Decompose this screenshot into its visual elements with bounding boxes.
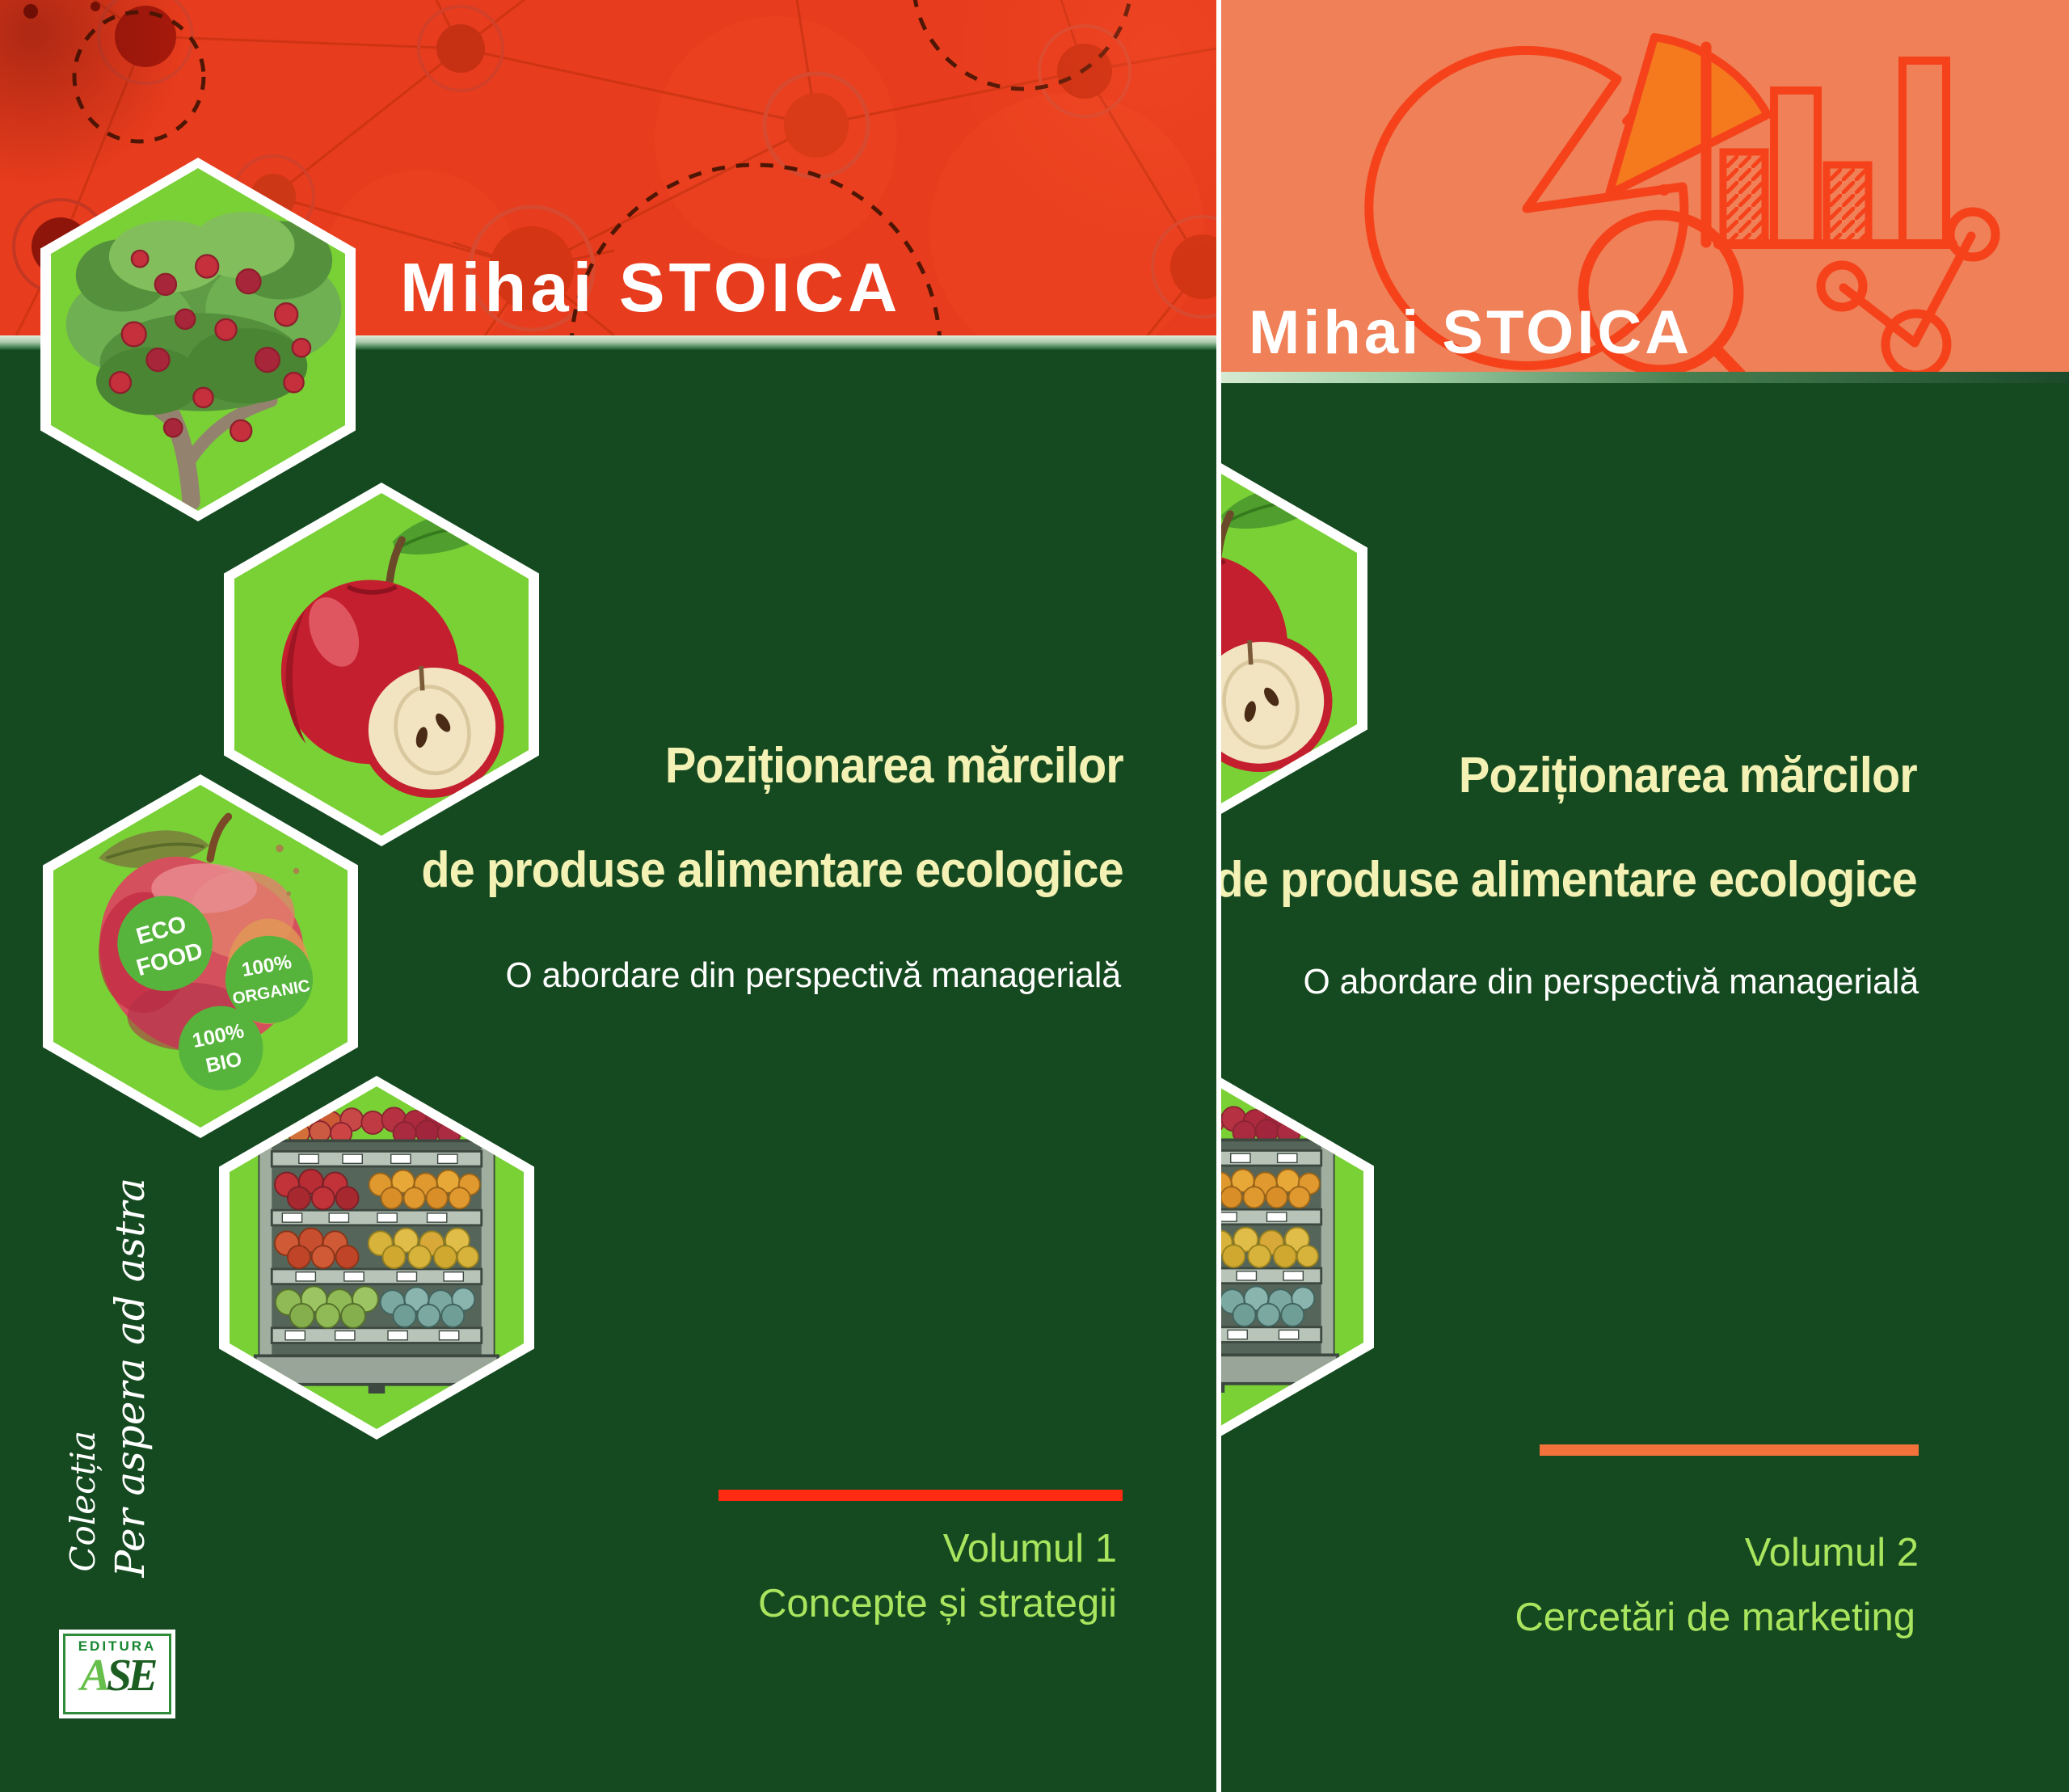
magnifier-icon [1578, 209, 1747, 372]
green-gradient-strip [1221, 372, 2069, 383]
eco-apple-illustration: ECO FOOD 100% ORGANIC 100% BIO [99, 812, 314, 1091]
publisher-label: EDITURA [78, 1638, 157, 1654]
volume-name: Concepte și strategii [758, 1582, 1117, 1625]
cover-separator [1216, 0, 1221, 1792]
volume-label: Volumul 2 [1744, 1531, 1919, 1575]
produce-fridge-illustration [1221, 1106, 1340, 1393]
title-line-1: Poziționarea mărcilor [665, 738, 1124, 794]
collection-name: Per aspera ad astra [107, 1177, 154, 1577]
produce-fridge-illustration [253, 1107, 500, 1394]
title-line-2: de produse alimentare ecologice [1221, 852, 1918, 908]
salmon-top-band [1221, 0, 2069, 372]
bar-chart-icon [1700, 41, 1957, 249]
title-line-2: de produse alimentare ecologice [421, 842, 1124, 898]
book-cover-volume-2: Mihai STOICA [1221, 0, 2069, 1792]
hexagon-apple-tree [40, 158, 356, 521]
publisher-logo: EDITURA ASE [59, 1630, 175, 1718]
marketing-charts-artwork [1364, 33, 2000, 372]
book-cover-volume-1: Mihai STOICA [0, 0, 1216, 1792]
apple-tree-illustration [65, 212, 342, 511]
hexagon-produce-fridge-partial [1221, 1075, 1374, 1439]
author-name: Mihai STOICA [400, 250, 902, 327]
hexagon-apple-slice-partial [1221, 457, 1367, 820]
author-name: Mihai STOICA [1249, 298, 1693, 367]
hexagon-eco-apple: ECO FOOD 100% ORGANIC 100% BIO [43, 774, 358, 1138]
title-line-1: Poziționarea mărcilor [1459, 748, 1918, 803]
volume-accent-line [718, 1490, 1123, 1501]
publisher-name: ASE [80, 1651, 158, 1701]
apple-with-slice-illustration [280, 514, 504, 798]
title-block: Poziționarea mărcilor de produse aliment… [369, 737, 1124, 899]
volume-name: Cercetări de marketing [1515, 1596, 1915, 1639]
hexagon-produce-fridge [219, 1076, 534, 1440]
subtitle: O abordare din perspectivă managerială [505, 955, 1121, 995]
title-block: Poziționarea mărcilor de produse aliment… [1221, 747, 1918, 909]
pie-chart-icon [1364, 33, 1772, 370]
volume-label: Volumul 1 [942, 1527, 1117, 1571]
subtitle: O abordare din perspectivă managerială [1303, 962, 1919, 1001]
collection-label: Colecția [63, 1431, 103, 1572]
hexagon-apple-slice [224, 483, 539, 846]
volume-accent-line [1540, 1444, 1919, 1456]
dot-network-icon [1816, 207, 2000, 372]
